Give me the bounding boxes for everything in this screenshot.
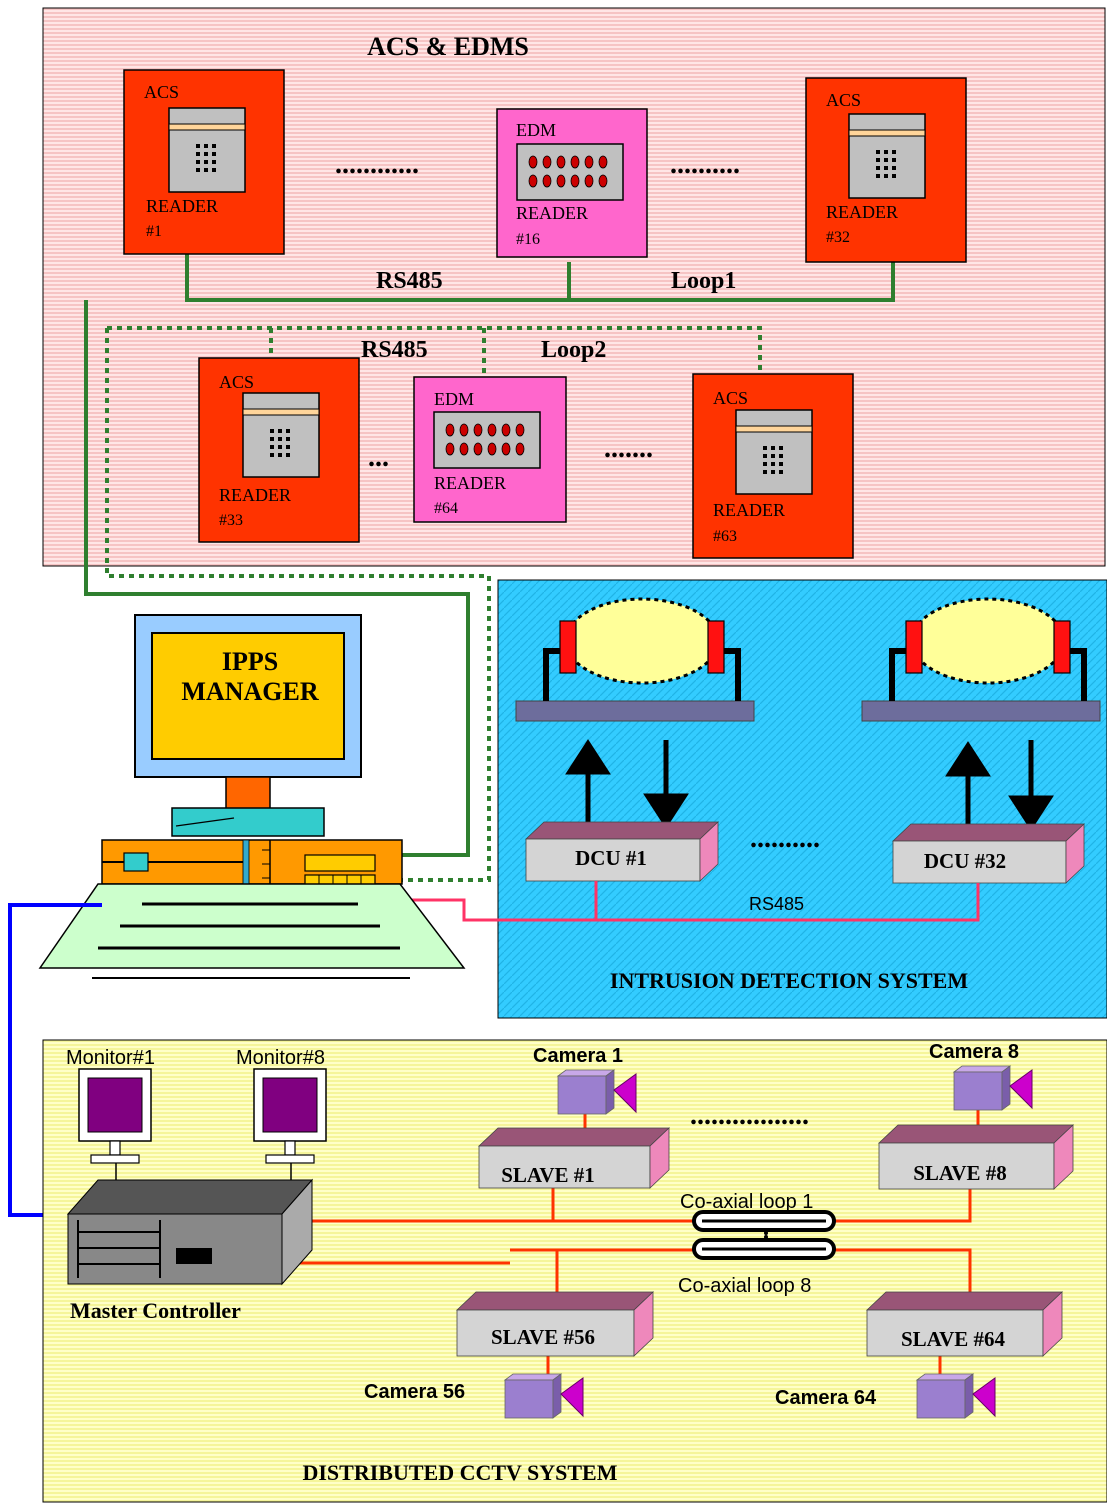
dots-a: ............ [335,149,419,180]
ids-rs485-label: RS485 [749,894,804,914]
ipps-line1: IPPS [222,647,278,676]
reader-number: #32 [826,229,850,246]
cctv-title: DISTRIBUTED CCTV SYSTEM [302,1460,617,1485]
reader-label: READER [219,485,291,505]
coax-8-label: Co-axial loop 8 [678,1275,811,1297]
reader-type-label: ACS [826,90,861,110]
dcu-32-label: DCU #32 [924,849,1006,873]
coax-1-label: Co-axial loop 1 [680,1191,813,1213]
dots-c: ... [368,442,389,473]
dcu-1-label: DCU #1 [575,846,647,870]
master-label: Master Controller [70,1298,241,1323]
loop1-line [84,254,895,857]
monitor-8-label: Monitor#8 [236,1047,325,1069]
camera-56-label: Camera 56 [364,1381,465,1403]
dcu-32: DCU #32 [891,823,1086,884]
reader-label: READER [434,473,506,493]
acs-reader-33: ACS READER #33 [198,357,360,543]
slave-64: SLAVE #64 [865,1291,1064,1357]
ipps-line2: MANAGER [181,677,318,706]
reader-label: READER [516,203,588,223]
dots-b: .......... [670,149,740,180]
acs-reader-1: ACS READER #1 [123,69,285,255]
reader-number: #1 [146,223,162,240]
camera-8-label: Camera 8 [929,1041,1019,1063]
reader-label: READER [713,500,785,520]
coax-bundle-1 [692,1210,836,1232]
slave-1-label: SLAVE #1 [501,1163,595,1187]
ids-rs485-line [398,881,980,922]
edm-reader-16: EDM READER #16 [496,108,648,258]
slave-64-label: SLAVE #64 [901,1327,1006,1351]
manager-cctv-link [8,903,102,1217]
ids-title: INTRUSION DETECTION SYSTEM [610,968,968,993]
signal-arrows [565,739,1054,860]
rs485-loop1-label: RS485 [376,268,443,294]
camera-1-label: Camera 1 [533,1045,623,1067]
reader-type-label: ACS [219,372,254,392]
reader-number: #63 [713,528,737,545]
reader-type-label: EDM [434,389,474,409]
coax-bundle-8 [692,1238,836,1260]
camera-64-label: Camera 64 [775,1387,877,1409]
reader-number: #33 [219,512,243,529]
slave-56: SLAVE #56 [455,1291,655,1357]
slave-1: SLAVE #1 [477,1127,671,1189]
reader-type-label: ACS [144,82,179,102]
dcu-1: DCU #1 [524,821,720,882]
reader-number: #64 [434,500,458,517]
slave-56-label: SLAVE #56 [491,1325,595,1349]
monitor-1-label: Monitor#1 [66,1047,155,1069]
reader-type-label: ACS [713,388,748,408]
master-controller [66,1178,314,1286]
loop2-label: Loop2 [541,337,606,363]
coax-dots [764,1231,768,1239]
dcu-dots: .......... [750,823,820,854]
acs-reader-32: ACS READER #32 [805,77,967,263]
reader-type-label: EDM [516,120,556,140]
slave-8-label: SLAVE #8 [913,1161,1007,1185]
coax-lines [290,1108,980,1378]
rs485-loop2-label: RS485 [361,337,428,363]
loop1-label: Loop1 [671,268,736,294]
slave-dots: ................. [690,1100,809,1131]
loop2-line [105,326,762,882]
edm-reader-64: EDM READER #64 [413,376,567,523]
reader-label: READER [146,196,218,216]
reader-number: #16 [516,231,540,248]
acs-title: ACS & EDMS [367,32,529,61]
reader-label: READER [826,202,898,222]
slave-8: SLAVE #8 [877,1124,1075,1190]
ipps-manager-computer [38,614,466,979]
dots-d: ....... [604,433,653,464]
acs-reader-63: ACS READER #63 [692,373,854,559]
